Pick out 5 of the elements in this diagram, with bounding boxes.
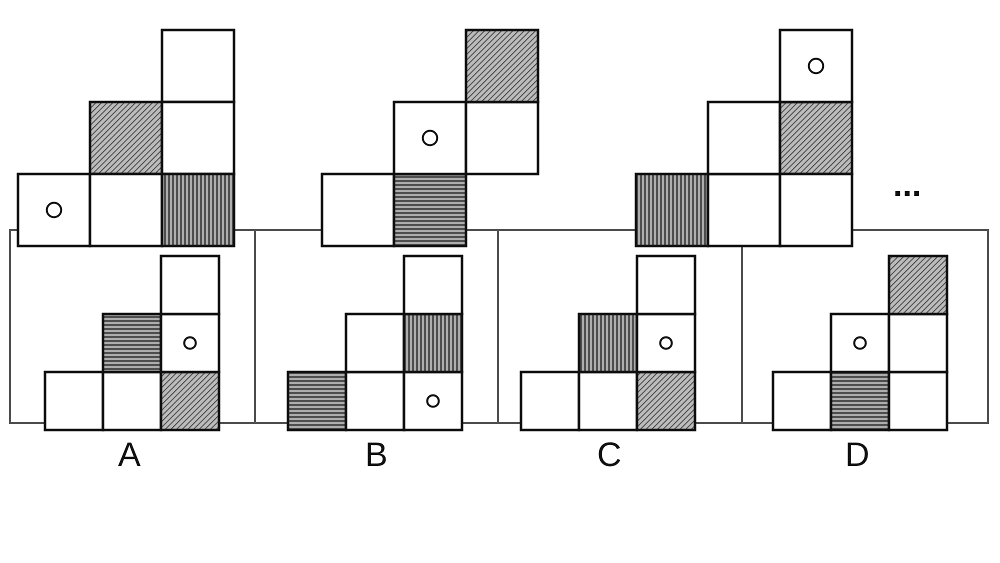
option-letter: B	[365, 438, 388, 472]
option-letter: C	[597, 438, 622, 472]
ellipsis-text: ...	[893, 168, 922, 202]
option-letter: D	[845, 438, 870, 472]
option-letter: A	[118, 438, 141, 472]
